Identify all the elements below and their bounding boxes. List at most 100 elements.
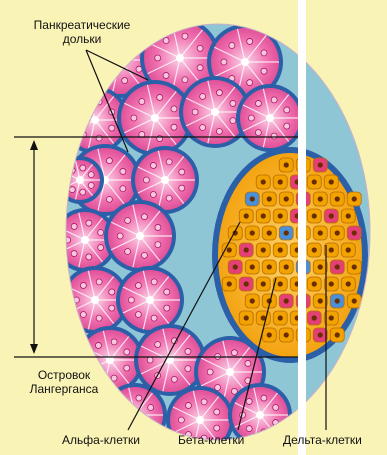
islet-cell: [279, 226, 293, 240]
islet-cell: [239, 277, 253, 291]
islet-cell: [330, 192, 344, 206]
pancreatic-lobules-label: Панкреатические дольки: [12, 18, 152, 46]
acinus-nucleus: [96, 279, 102, 285]
acinus-nucleus: [185, 402, 191, 408]
acinus-nucleus: [271, 97, 277, 103]
islet-cell: [324, 209, 338, 223]
islet-cell-nucleus: [278, 247, 283, 252]
acinus-nucleus: [120, 186, 126, 192]
acinus-nucleus: [80, 102, 86, 108]
acinus-nucleus: [171, 124, 177, 130]
acinus-nucleus: [255, 100, 261, 106]
islet-cell-nucleus: [329, 179, 334, 184]
acinus: [56, 156, 104, 204]
islet-cell-nucleus: [267, 264, 272, 269]
acinus-nucleus: [185, 366, 191, 372]
acinus-nucleus: [216, 90, 222, 96]
acinus-nucleus: [151, 315, 157, 321]
acinus-nucleus: [106, 158, 112, 164]
acinus-nucleus: [215, 384, 221, 390]
islet-cell-nucleus: [227, 247, 232, 252]
acinus-nucleus: [261, 68, 267, 74]
islet-cell: [279, 260, 293, 274]
acinus-nucleus: [166, 195, 172, 201]
acinus: [104, 200, 176, 272]
acinus-nucleus: [182, 33, 188, 39]
acinus-nucleus: [155, 224, 161, 230]
acinus-nucleus: [80, 165, 86, 171]
islet-cell: [347, 192, 361, 206]
acinus-lumen: [116, 56, 124, 64]
acinus-nucleus: [141, 214, 147, 220]
acinus-cell-border: [89, 45, 120, 60]
acinus-nucleus: [95, 342, 101, 348]
islet-cell-nucleus: [335, 264, 340, 269]
islet-cell-nucleus: [352, 196, 357, 201]
acinus-nucleus: [273, 404, 279, 410]
acinus-lumen: [176, 54, 184, 62]
islet-cell: [313, 294, 327, 308]
beta-cells-label: Бета-клетки: [178, 433, 244, 447]
islet-cell: [262, 192, 276, 206]
islet-cell-nucleus: [267, 230, 272, 235]
acinus-nucleus: [230, 100, 236, 106]
islet-cell-nucleus: [329, 281, 334, 286]
islet-cell-nucleus: [346, 247, 351, 252]
islet-cell: [245, 260, 259, 274]
acinus-nucleus: [139, 99, 145, 105]
acinus-nucleus: [73, 117, 79, 123]
acinus-nucleus: [229, 43, 235, 49]
islet-cell-nucleus: [312, 213, 317, 218]
islet-cell-nucleus: [312, 281, 317, 286]
islet-cell: [330, 226, 344, 240]
islet-cell-nucleus: [352, 264, 357, 269]
islet-cell-nucleus: [227, 281, 232, 286]
islet-cell-nucleus: [261, 179, 266, 184]
islet-cell: [313, 158, 327, 172]
acinus-nucleus: [141, 252, 147, 258]
acinus-nucleus: [155, 55, 161, 61]
acinus-nucleus: [182, 77, 188, 83]
acinus-nucleus: [125, 217, 131, 223]
islet-cell-nucleus: [284, 230, 289, 235]
islet-of-langerhans: [212, 147, 368, 363]
acinus-lumen: [91, 296, 99, 304]
acinus-nucleus: [109, 125, 115, 131]
islet-cell: [279, 158, 293, 172]
acinus-nucleus: [80, 312, 86, 318]
islet-cell: [313, 328, 327, 342]
islet-cell: [256, 243, 270, 257]
islet-label-line1: Островок: [8, 368, 120, 382]
islet-cell-nucleus: [329, 213, 334, 218]
acinus-nucleus: [98, 229, 104, 235]
islet-cell-nucleus: [233, 264, 238, 269]
islet-cell: [341, 277, 355, 291]
islet-cell-nucleus: [244, 315, 249, 320]
acinus-nucleus: [88, 182, 94, 188]
acinus-nucleus: [171, 376, 177, 382]
islet-cell-nucleus: [267, 332, 272, 337]
acinus-nucleus: [216, 128, 222, 134]
acinus-nucleus: [128, 297, 134, 303]
islet-cell-nucleus: [312, 315, 317, 320]
islet-cell: [245, 192, 259, 206]
acinus-nucleus: [131, 115, 137, 121]
islet-cell-nucleus: [244, 213, 249, 218]
islet-cell: [307, 175, 321, 189]
acinus-lumen: [91, 116, 99, 124]
acinus-nucleus: [65, 177, 71, 183]
acinus-nucleus: [88, 172, 94, 178]
islet-cell: [256, 209, 270, 223]
acinus-nucleus: [155, 341, 161, 347]
acinus-nucleus: [124, 349, 130, 355]
acinus-nucleus: [245, 360, 251, 366]
acinus-lumen: [266, 114, 274, 122]
islet-cell: [273, 311, 287, 325]
islet-cell: [313, 226, 327, 240]
acinus-nucleus: [261, 395, 267, 401]
acinus-nucleus: [166, 159, 172, 165]
acinus-nucleus: [151, 279, 157, 285]
acinus-nucleus: [197, 45, 203, 51]
acinus-lumen: [211, 108, 219, 116]
islet-cell-nucleus: [250, 264, 255, 269]
